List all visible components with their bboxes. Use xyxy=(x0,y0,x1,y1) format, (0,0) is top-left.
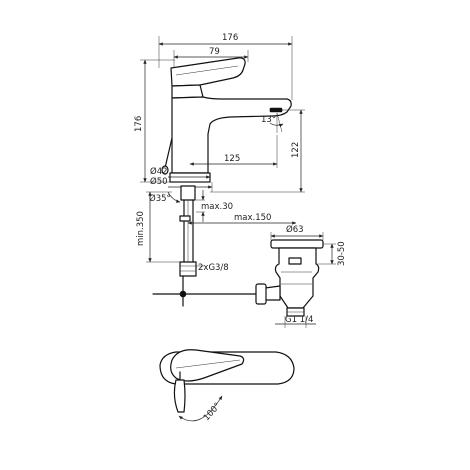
faucet-base xyxy=(169,172,211,183)
faucet-top-view: 100° xyxy=(159,349,295,423)
dim-text-o50: Ø50 xyxy=(150,176,168,187)
top-view-lever xyxy=(170,349,245,382)
dim-text-min350: min.350 xyxy=(136,211,146,246)
dim-text-o63: Ø63 xyxy=(286,224,304,235)
dim-text-125: 125 xyxy=(224,154,240,164)
dim-text-79: 79 xyxy=(209,47,220,57)
waste-pivot-arm xyxy=(264,285,281,301)
dim-text-o35deg: Ø35° xyxy=(149,193,171,204)
dim-text-176-top: 176 xyxy=(222,33,238,43)
popup-waste xyxy=(152,239,324,317)
dim-spout-angle: 13° xyxy=(261,112,284,133)
dim-spout-reach: 125 xyxy=(189,135,278,168)
supply-hoses xyxy=(179,185,197,277)
dim-tilt-angle: Ø35° xyxy=(149,191,181,204)
faucet-neck xyxy=(171,84,204,99)
dim-text-g1-1-4: G1 1/4 xyxy=(285,315,313,325)
waste-flange xyxy=(270,239,324,249)
dim-text-o42: Ø42 xyxy=(150,166,168,177)
linkage-pivot xyxy=(179,290,187,298)
dim-handle-offset: 79 xyxy=(173,47,249,68)
aerator xyxy=(269,107,283,113)
dim-text-176-left: 176 xyxy=(134,116,144,132)
dim-spout-height: 122 xyxy=(210,109,305,193)
dim-text-13deg: 13° xyxy=(261,115,276,125)
dim-text-100deg: 100° xyxy=(202,401,223,423)
faucet-body xyxy=(171,96,292,174)
popup-rod xyxy=(164,137,173,169)
dim-overall-height: 176 xyxy=(134,59,175,183)
dim-max-150: max.150 xyxy=(187,213,297,225)
dim-max-30: max.30 xyxy=(196,190,233,222)
hose-connector xyxy=(179,261,197,277)
dim-waste-thread: G1 1/4 xyxy=(275,315,316,328)
dim-overall-width: 176 xyxy=(158,33,293,100)
dim-text-30-50: 30-50 xyxy=(337,241,347,266)
dim-waste-diameter: Ø63 xyxy=(270,224,324,240)
dim-connection: 2xG3/8 xyxy=(196,263,229,273)
waste-body xyxy=(274,247,320,309)
faucet-lever xyxy=(170,57,246,87)
dim-text-max150: max.150 xyxy=(234,213,271,223)
dim-text-2xg38: 2xG3/8 xyxy=(198,263,229,273)
dim-text-max30: max.30 xyxy=(201,202,233,212)
dim-min-350: min.350 xyxy=(136,191,180,263)
faucet-side-view xyxy=(161,57,292,183)
dim-waste-height: 30-50 xyxy=(316,241,347,266)
dim-text-122: 122 xyxy=(291,142,301,158)
